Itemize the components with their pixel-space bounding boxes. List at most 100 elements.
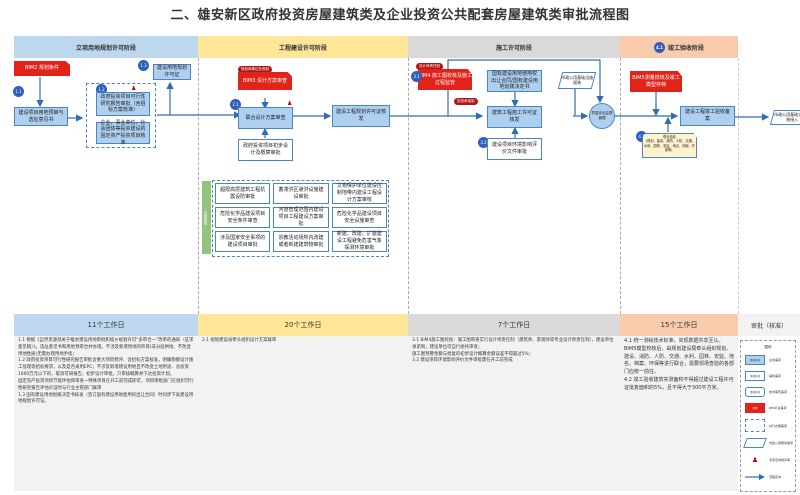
note: 3.2 建设项目环境影响评价文件审批需在开工前完成 bbox=[412, 358, 513, 364]
legend-tech-shape: 事项名称 bbox=[745, 387, 765, 397]
page-title: 二、雄安新区政府投资房屋建筑类及企业投资公共配套房屋建筑类审批流程图 bbox=[170, 8, 630, 23]
box-construction-permit[interactable]: 建筑工程施工许可证核发 bbox=[487, 106, 542, 128]
legend-label: 专家咨询或评审 bbox=[769, 458, 791, 462]
lane-divider bbox=[620, 58, 621, 314]
legend-utility-shape bbox=[743, 438, 767, 448]
expert-review-icon: ♟ bbox=[131, 85, 137, 92]
phase-2-notes: 2.1 规划建设局牵头组织设计方案联审 bbox=[198, 336, 408, 491]
step-badge: 4.1 bbox=[636, 131, 647, 142]
phase-2-duration: 20个工作日 bbox=[198, 314, 408, 336]
legend-label: 主线事项 bbox=[769, 358, 782, 362]
legend-item: ♟ 专家咨询或评审 bbox=[745, 455, 790, 465]
phase-3-notes: 3.1 BIM4施工图校核：施工图审查实行设计师责任制（建筑师、景观师等专业设计… bbox=[408, 336, 620, 491]
note: 2.1 规划建设局牵头组织设计方案联审 bbox=[202, 338, 277, 343]
box-utility-connection[interactable]: 市政公用基础设施报装接入 bbox=[769, 110, 800, 125]
phase-header-2: 工程建设许可阶段 bbox=[198, 36, 408, 58]
joint-review-grid: 超限高层建筑工程抗震设防审批 蓄滞洪区避洪设施建设审批 文物保护单位建设控制地带… bbox=[215, 183, 387, 252]
note: 4.2 竣工验收建筑实测面积不得超过建设工程许可证批复面积的5%，且不得大于30… bbox=[624, 376, 734, 391]
legend-label: 辅线事项 bbox=[769, 374, 782, 378]
legend-label: BIM平台事项 bbox=[769, 406, 787, 410]
box-feasibility-study[interactable]: 政府投资项目可行性研究报告审批（含招标方案核准） bbox=[96, 92, 150, 116]
lane-divider bbox=[408, 58, 409, 314]
legend-label: 流程走向 bbox=[769, 475, 782, 479]
phase-4-duration: 15个工作日 bbox=[620, 314, 738, 336]
joint-review-group bbox=[212, 180, 389, 257]
bim4-construction-drawing[interactable]: BIM4 施工图校核及施工过程监管 bbox=[418, 69, 472, 90]
box-joint-design-review[interactable]: 联合设计方案审查 bbox=[238, 107, 293, 129]
box-enterprise-approval[interactable]: 企业、事业单位、社会团体等投资建设的固定资产投资项目核准 bbox=[96, 120, 150, 146]
parallel-group-1-2 bbox=[86, 83, 156, 148]
review-item[interactable]: 文物保护单位建设控制地带内建设工程设计方案审核 bbox=[331, 183, 387, 204]
step-badge: 2.1 bbox=[230, 99, 241, 110]
commitment-tag: 告知承诺制 bbox=[454, 98, 478, 105]
responsibility-tag: 规划师单位负责制 bbox=[238, 66, 272, 73]
bim5-survey-archive[interactable]: BIM5测量校核及竣工模型存档 bbox=[630, 71, 682, 92]
lane-divider bbox=[198, 58, 199, 314]
joint-review-label: 方案联审 bbox=[202, 181, 211, 254]
bim3-design-review[interactable]: BIM3 设计方案审查 bbox=[238, 72, 292, 90]
note: 1.2 政府投资项目可行性研究报告审批含重大项目稳评、含招标方案核准，明确勘察设… bbox=[18, 358, 194, 378]
legend-aux-shape: 事项名称 bbox=[745, 371, 765, 381]
step-badge: 1.3 bbox=[138, 60, 149, 71]
phase-header-4-label: 竣工验收阶段 bbox=[667, 44, 704, 52]
legend-item: 名称 BIM平台事项 bbox=[745, 403, 787, 413]
legend-item: 事项名称 辅线事项 bbox=[745, 371, 781, 381]
joint-acceptance-title: 联合验收 bbox=[663, 135, 676, 139]
legend-title: 图例 bbox=[764, 345, 772, 349]
box-completion-acceptance[interactable]: 建设工程竣工验收备案 bbox=[680, 106, 735, 126]
quality-safety-supervision[interactable]: 质量安全监督管理 bbox=[589, 103, 615, 129]
responsibility-tag: 设计师责任制 bbox=[416, 63, 443, 70]
legend-item: 市政公用服务事项 bbox=[743, 438, 794, 448]
note: 3.1 BIM4施工图校核：施工图审查实行设计师责任制（建筑师、景观师等专业设计… bbox=[412, 338, 614, 350]
expert-review-icon: ♟ bbox=[287, 100, 293, 107]
legend: 图例 事项名称 主线事项 事项名称 辅线事项 事项名称 技术审查事项 名称 BI… bbox=[740, 340, 796, 492]
legend-item: 事项名称 主线事项 bbox=[745, 355, 781, 365]
utility-label: 市政公用基础设施报装 bbox=[561, 75, 593, 86]
phase-1-duration: 11个工作日 bbox=[14, 314, 198, 336]
review-item[interactable]: 涉及国家安全事项的建设项目审批 bbox=[215, 231, 271, 252]
legend-bim-shape: 名称 bbox=[745, 403, 765, 413]
legend-label: 技术审查事项 bbox=[769, 390, 788, 394]
review-item[interactable]: 蓄滞洪区避洪设施建设审批 bbox=[273, 183, 329, 204]
review-item[interactable]: 宗教活动场所内改建或者新建建筑物审批 bbox=[273, 231, 329, 252]
box-land-contract[interactable]: 国有建设用地使用权出让合同/国有建设用地划拨决定书 bbox=[487, 70, 542, 92]
phase-4-notes: 4.1 统一测绘技术标准，实现数据共享互认。BIM5模型校核后，由规划建设局牵头… bbox=[620, 336, 738, 491]
lane-divider bbox=[738, 58, 739, 314]
legend-header: 审批（核准） bbox=[738, 314, 800, 336]
box-construction-planning-permit[interactable]: 建设工程规划许可证核发 bbox=[332, 105, 390, 127]
step-badge: 1.2 bbox=[96, 84, 107, 95]
review-item[interactable]: 危险化学品建设项目安全设施审查 bbox=[331, 207, 387, 228]
legend-item: 并行办理事项 bbox=[745, 419, 787, 432]
step-badge: 3.1 bbox=[411, 71, 422, 82]
note: 1.1 根据《自然资源部关于推进建设用地审批和城乡规划许可“多审合一”改革的通知… bbox=[18, 338, 194, 357]
legend-main-shape: 事项名称 bbox=[745, 355, 765, 365]
joint-acceptance-body: （规划、建设、消防、人防、交通、水利、园林、安监、地名、档案、环保等） bbox=[644, 139, 695, 152]
box-env-impact[interactable]: 建设项目环境影响评价文件审批 bbox=[487, 138, 542, 160]
phase-header-3: 施工许可阶段 bbox=[408, 36, 620, 58]
bim2-planning-conditions[interactable]: BIM2 规划条件 bbox=[14, 61, 70, 76]
phase-3-duration: 7个工作日 bbox=[408, 314, 620, 336]
review-item[interactable]: 新建、改建、扩建建设工程避免危害气象探测环境审批 bbox=[331, 231, 387, 252]
joint-acceptance-box[interactable]: 联合验收 （规划、建设、消防、人防、交通、水利、园林、安监、地名、档案、环保等） bbox=[642, 133, 697, 158]
note: 固定资产投资项目节能评估和审查一特殊项目在开工前完成即可，项目审批部门在组织可行… bbox=[18, 378, 194, 391]
utility-connection-label: 市政公用基础设施报装接入 bbox=[774, 112, 800, 123]
box-site-selection[interactable]: 建设项目用地预审与选址意见书 bbox=[14, 107, 68, 126]
step-badge: 1.1 bbox=[13, 86, 24, 97]
note: 施工图预算金额与批复的初步设计概算金额误差不得超过5%； bbox=[412, 351, 534, 357]
arrow-icon bbox=[745, 472, 765, 482]
legend-label: 市政公用服务事项 bbox=[769, 441, 794, 445]
legend-item: 事项名称 技术审查事项 bbox=[745, 387, 787, 397]
box-land-planning-permit[interactable]: 建设用地规划许可证 bbox=[153, 64, 191, 80]
box-utility-installation[interactable]: 市政公用基础设施报装 bbox=[557, 72, 597, 89]
review-item[interactable]: 超限高层建筑工程抗震设防审批 bbox=[215, 183, 271, 204]
step-badge: 3.2 bbox=[478, 137, 489, 148]
note: 4.1 统一测绘技术标准，实现数据共享互认。BIM5模型校核后，由规划建设局牵头… bbox=[624, 338, 735, 375]
note: 1.3 国有建设用地划拨决定书核发（签订国有建设用地使用权出让合同）时同步下发建… bbox=[18, 392, 194, 405]
phase-header-1: 立项用地规划许可阶段 bbox=[14, 36, 198, 58]
box-preliminary-design[interactable]: 政府投资项目初步设计及概算审批 bbox=[238, 139, 293, 161]
review-item[interactable]: 危险化学品建设项目安全条件审查 bbox=[215, 207, 271, 228]
phase-header-4: 4.1 竣工验收阶段 bbox=[620, 36, 738, 58]
legend-parallel-shape bbox=[745, 419, 765, 432]
step-badge: 4.1 bbox=[653, 41, 665, 53]
review-item[interactable]: 河道管理范围内建设项目工程建设方案审批 bbox=[273, 207, 329, 228]
